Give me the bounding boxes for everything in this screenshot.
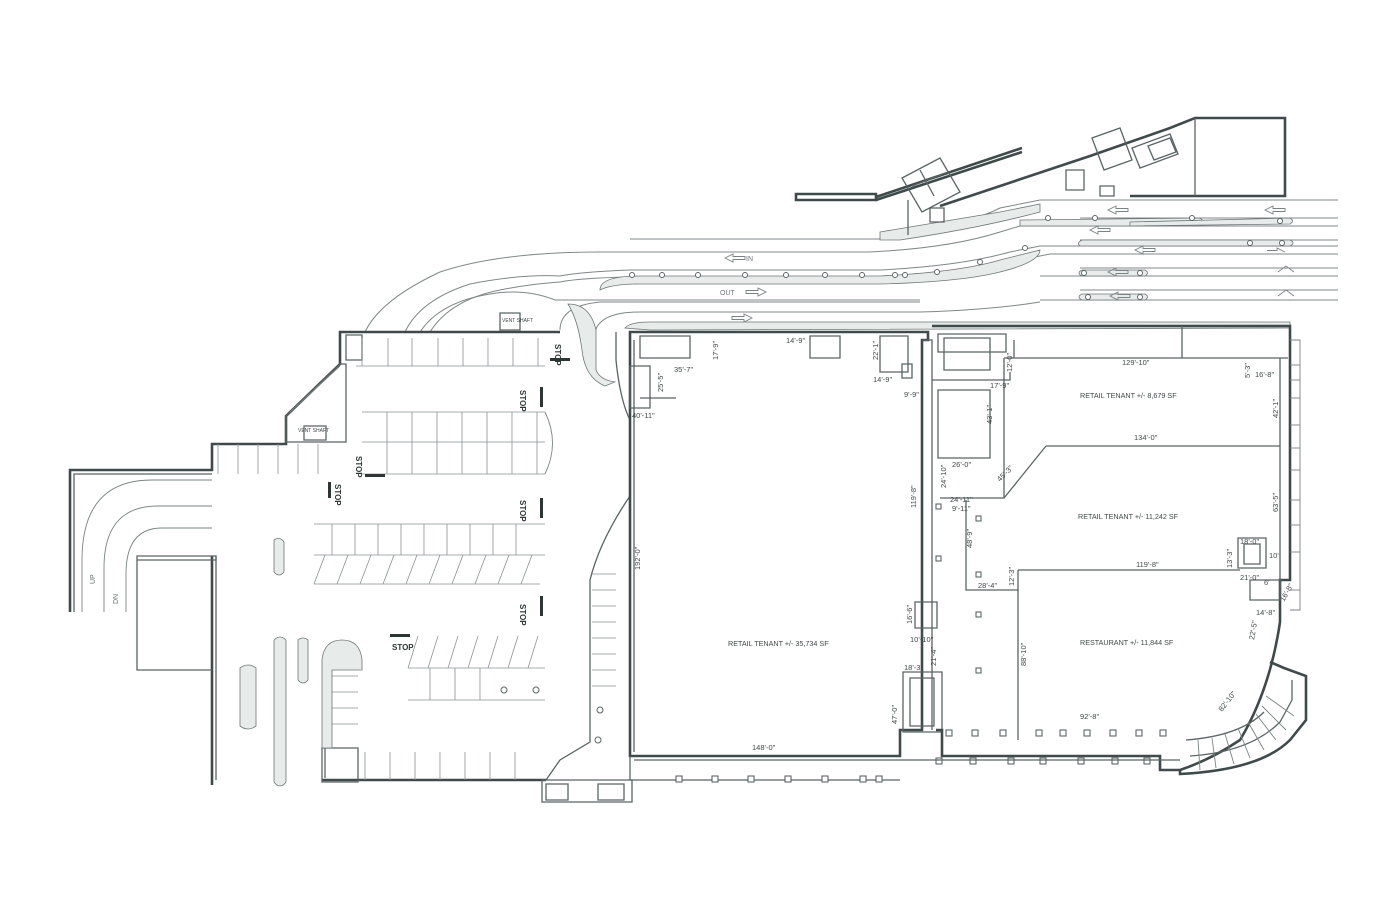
dimension-label: 14'-9" (873, 375, 892, 384)
dimension-label: 35'-7" (674, 365, 693, 374)
vent-shaft-label-1: VENT SHAFT (298, 428, 329, 434)
retail-building (628, 324, 1308, 783)
dimension-label: 24'-10" (939, 464, 948, 488)
dimension-label: 134'-0" (1134, 433, 1158, 442)
dimension-label: 92'-8" (1080, 712, 1099, 721)
ramp-label-up: UP (90, 574, 97, 584)
dimension-label: 12'-3" (1007, 567, 1016, 586)
dimension-label: 14'-8" (1256, 608, 1275, 617)
road-arrows (723, 205, 1295, 323)
tenant-label-retail-large: RETAIL TENANT +/- 35,734 SF (728, 639, 829, 648)
dimension-label: 10' (1269, 551, 1279, 560)
dimension-label: 192'-0" (633, 546, 642, 570)
stop-sign-4: STOP (518, 500, 527, 522)
dimension-label: 16'-8" (1255, 370, 1274, 379)
dimension-label: 63'-5" (1271, 493, 1280, 512)
dimension-label: 12'-0" (1005, 353, 1014, 372)
dimension-label: 18'-3" (904, 663, 923, 672)
dimension-label: 22'-5" (1247, 620, 1259, 641)
dimension-label: 24'-11" (950, 495, 973, 504)
dimension-label: 9'-11" (952, 504, 971, 513)
dimension-label: 9'-9" (904, 390, 919, 399)
parking-stalls (217, 338, 616, 780)
road-label-in: IN (746, 256, 753, 263)
tenant-label-retail-a: RETAIL TENANT +/- 8,679 SF (1080, 391, 1177, 400)
dimension-label: 119'-8" (909, 485, 918, 508)
dimension-label: 22'-1" (871, 341, 880, 360)
stop-sign-3: STOP (354, 456, 363, 478)
dimension-label: 18'-0" (1240, 537, 1259, 546)
dimension-label: 28'-4" (978, 581, 997, 590)
dimension-label: 148'-0" (752, 743, 776, 752)
vent-shaft-label-2: VENT SHAFT (502, 318, 533, 324)
dimension-label: 119'-8" (1136, 560, 1159, 569)
dimension-label: 14'-9" (786, 336, 805, 345)
parking-garage (68, 312, 633, 803)
stop-sign-1: STOP (553, 344, 562, 366)
stop-sign-5: STOP (333, 484, 342, 506)
stop-sign-6: STOP (518, 604, 527, 626)
median-bollards (629, 215, 1285, 300)
tenant-label-retail-b: RETAIL TENANT +/- 11,242 SF (1078, 512, 1179, 521)
dimension-label: 5'-3" (1243, 363, 1252, 378)
dimension-label: 21'-0" (1240, 573, 1259, 582)
tenant-label-restaurant: RESTAURANT +/- 11,844 SF (1080, 638, 1174, 647)
dimension-label: 45'-3" (995, 463, 1015, 483)
dimension-label: 42'-1" (1271, 399, 1280, 418)
dimension-label: 88'-10" (1019, 642, 1028, 666)
dimension-label: 25'-5" (656, 373, 665, 392)
dimension-label: 16'-6" (905, 605, 914, 624)
labels: RETAIL TENANT +/- 35,734 SF RETAIL TENAN… (90, 256, 1295, 752)
dimension-label: 17'-9" (711, 341, 720, 360)
dimension-label: 13'-3" (1225, 549, 1234, 568)
dimension-label: 47'-0" (890, 705, 899, 724)
stop-sign-7: STOP (392, 643, 414, 652)
median-islands (567, 203, 1294, 387)
dimension-label: 26'-0" (952, 460, 971, 469)
dimension-label: 21'-4" (929, 647, 938, 666)
north-structures (794, 116, 1287, 235)
stop-sign-2: STOP (518, 390, 527, 412)
dimension-label: 82'-10" (1216, 689, 1238, 713)
accessible-parking-icons (500, 686, 604, 744)
dimension-label: 129'-10" (1122, 358, 1150, 367)
ramp-label-dn: DN (113, 594, 120, 604)
dimension-label: 40'-11" (632, 411, 655, 420)
parking-islands (239, 538, 363, 787)
dimension-label: 43'-1" (985, 405, 994, 424)
dimension-label: 17'-9" (990, 381, 1009, 390)
dimension-label: 6' (1264, 578, 1270, 587)
dimension-label: 48'-9" (965, 529, 974, 548)
road-label-out: OUT (720, 290, 736, 297)
dimension-label: 10'-10" (910, 635, 934, 644)
